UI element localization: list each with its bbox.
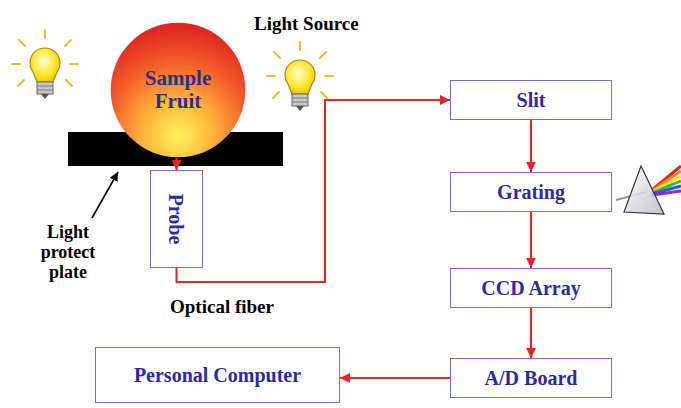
light-bulb: [267, 42, 333, 111]
process-box: A/D Board: [450, 358, 612, 398]
node-text: CCD Array: [481, 277, 580, 299]
node-text: Grating: [497, 181, 565, 203]
light-source-label: Light Source: [254, 13, 359, 34]
node-text: Personal Computer: [134, 364, 301, 386]
node-text: A/D Board: [485, 367, 578, 389]
fruit-circle: [111, 23, 246, 158]
process-box: Grating: [450, 172, 612, 212]
signal-arrow: [530, 212, 532, 268]
leader-line: [92, 172, 118, 218]
process-box: CCD Array: [450, 268, 612, 308]
signal-arrow: [176, 158, 178, 170]
process-box: Slit: [450, 80, 612, 120]
node-text: Slit: [517, 89, 546, 111]
signal-arrow: [340, 377, 450, 379]
computer-box: Personal Computer: [95, 347, 340, 403]
plate-label: Light protect plate: [28, 222, 108, 282]
probe-box: Probe: [150, 170, 203, 268]
sample-circle: Sample Fruit: [110, 22, 246, 158]
node-text: Probe: [165, 194, 187, 245]
signal-arrow: [530, 120, 532, 172]
light-bulb: [12, 30, 78, 99]
prism-symbol: [616, 166, 681, 214]
fiber-label: Optical fiber: [170, 296, 274, 317]
node-text: Sample Fruit: [128, 67, 229, 113]
signal-arrow: [530, 308, 532, 358]
